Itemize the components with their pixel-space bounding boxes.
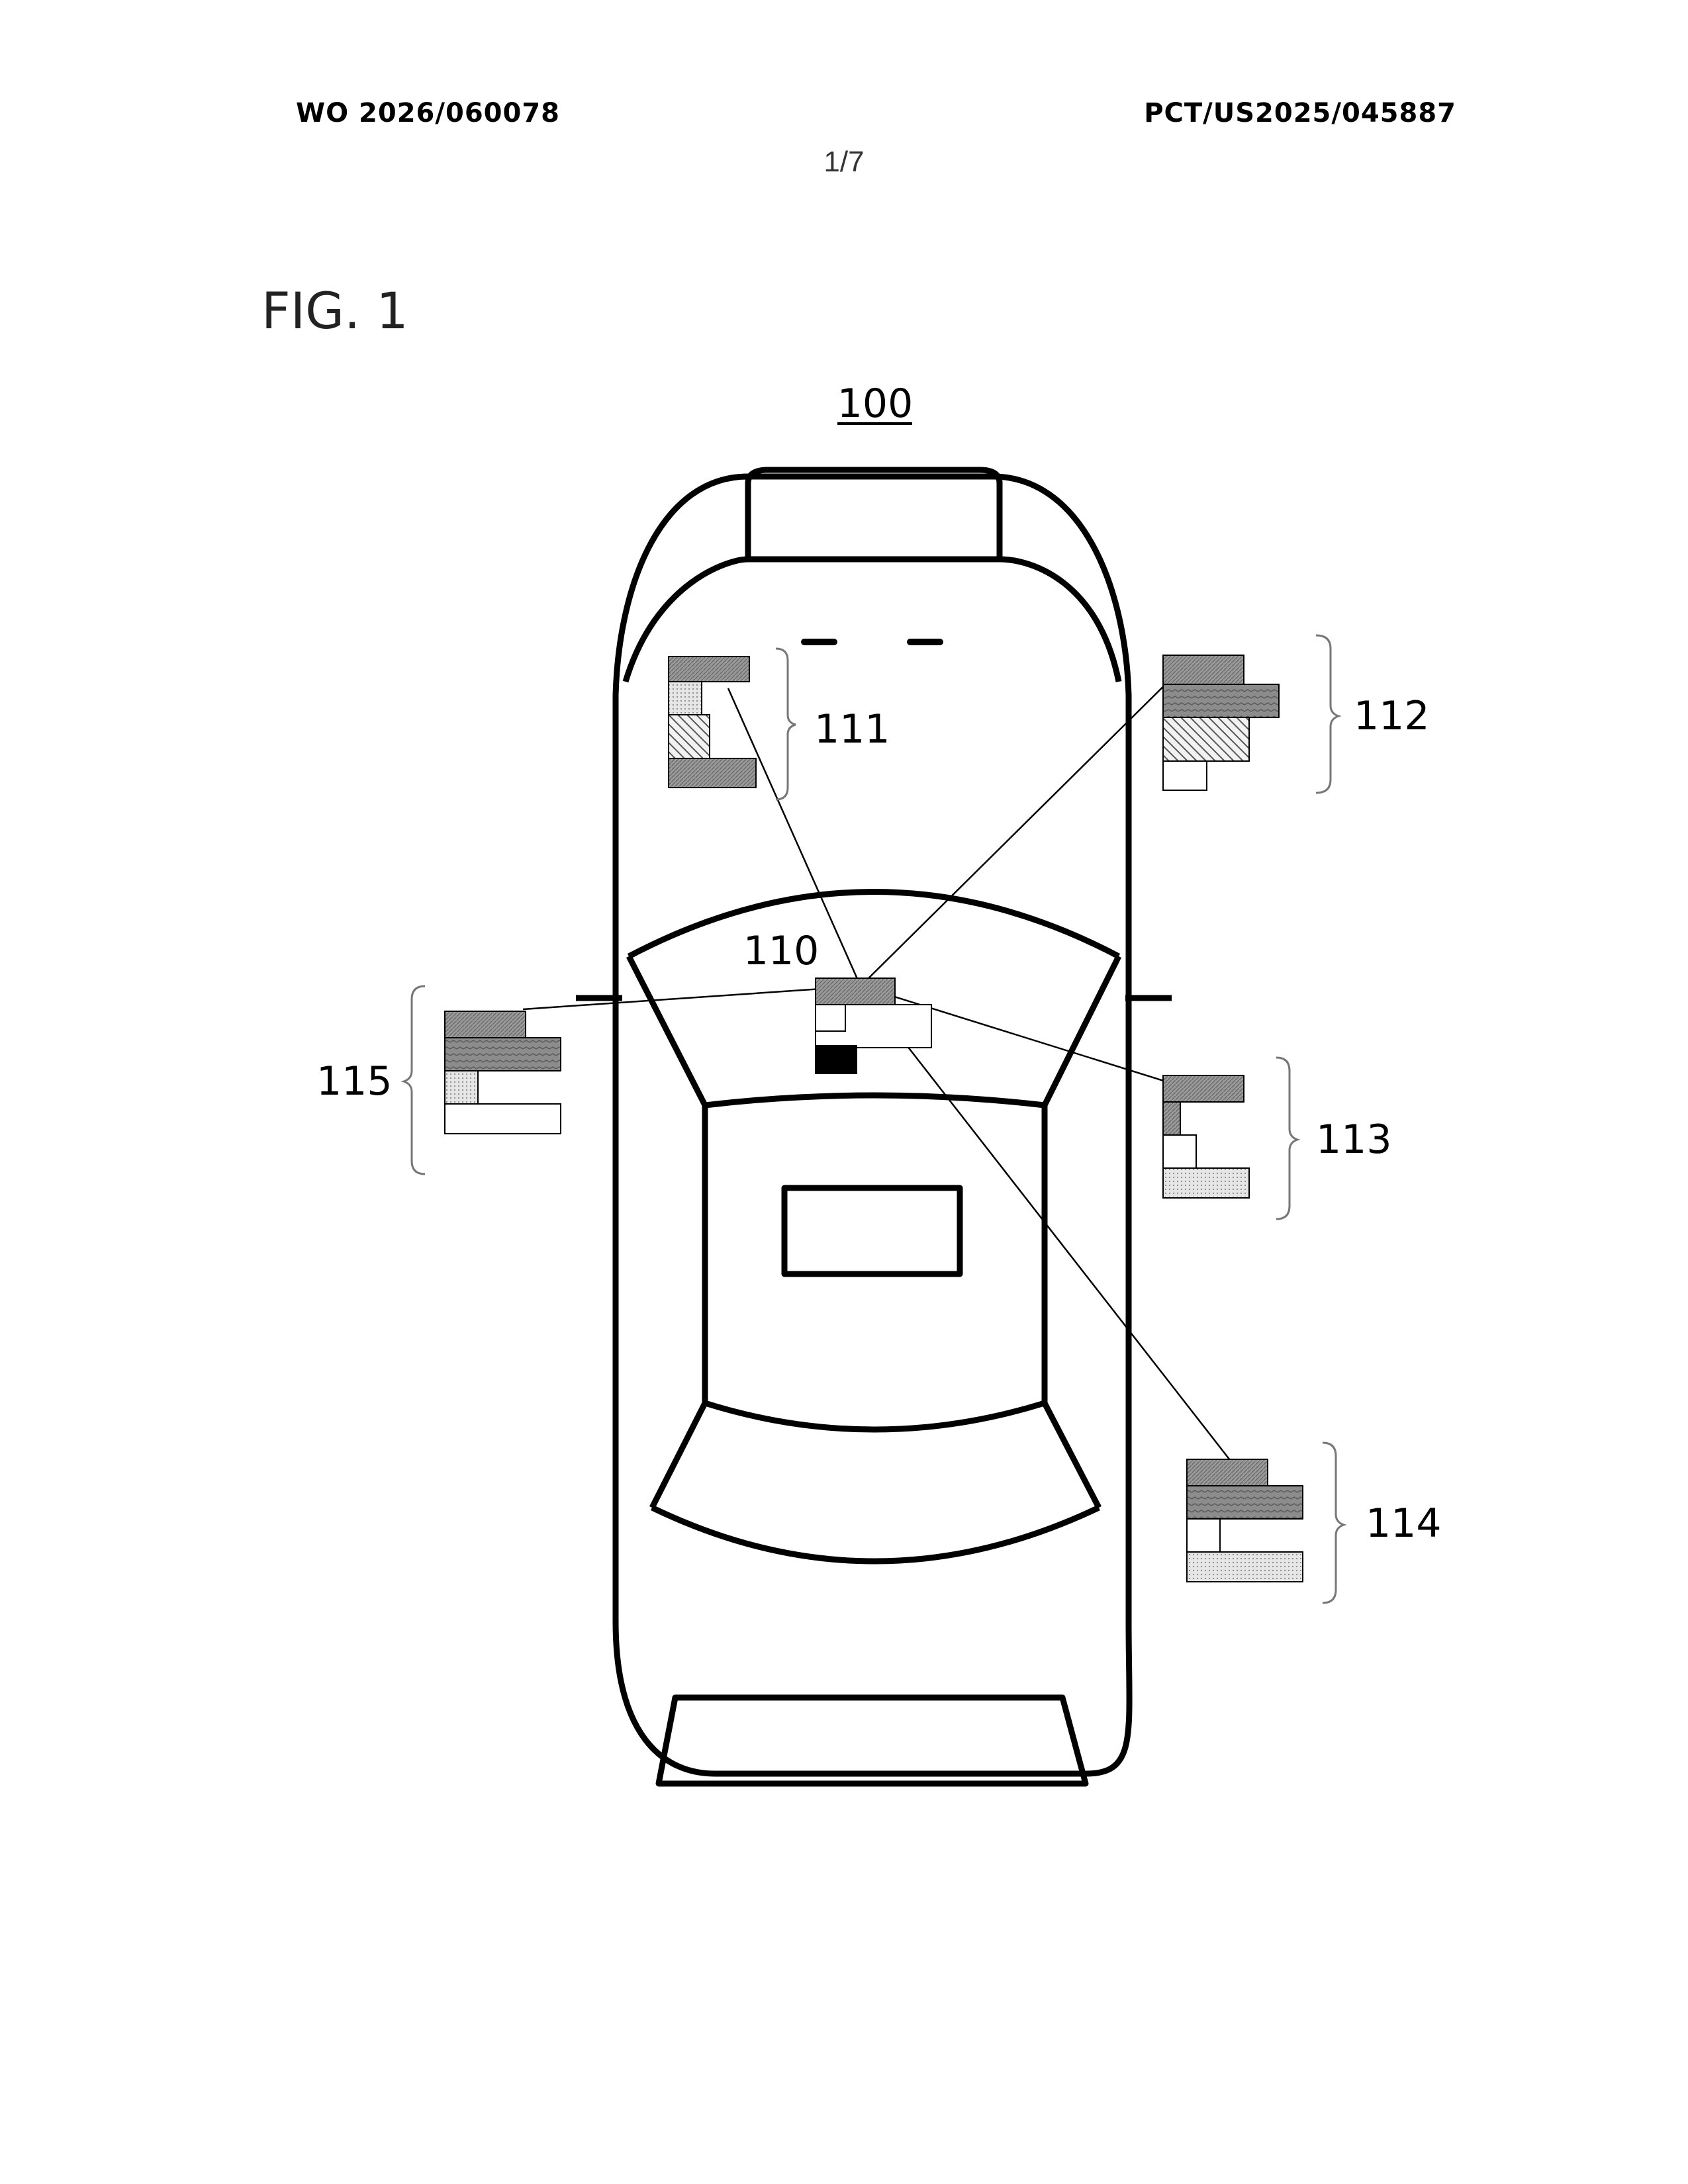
module-114-top <box>1187 1459 1268 1486</box>
module-113-bottom <box>1163 1168 1249 1198</box>
link-112 <box>861 665 1185 986</box>
windshield-top <box>629 892 1119 957</box>
module-111-bottom <box>669 758 756 788</box>
module-114-white <box>1187 1519 1220 1552</box>
link-115 <box>523 986 861 1009</box>
module-115-top <box>445 1011 526 1038</box>
ref-111: 111 <box>814 706 890 752</box>
module-115-mid <box>445 1038 561 1071</box>
rear-window-left <box>652 1403 705 1508</box>
module-112-hatch <box>1163 717 1249 761</box>
module-115 <box>445 1011 561 1134</box>
windshield-right <box>1045 956 1119 1105</box>
module-115-bottom <box>445 1104 561 1134</box>
central-block-black <box>816 1046 857 1073</box>
module-112-top <box>1163 655 1244 684</box>
brace-113 <box>1276 1058 1297 1219</box>
ref-100: 100 <box>837 381 914 427</box>
module-113-top <box>1163 1075 1244 1102</box>
rear-window-right <box>1045 1403 1099 1508</box>
module-115-dot <box>445 1071 478 1104</box>
module-113-white <box>1163 1135 1196 1168</box>
roof-front <box>705 1095 1045 1105</box>
module-114 <box>1187 1459 1303 1582</box>
brace-111 <box>776 649 796 799</box>
ref-115: 115 <box>316 1058 393 1105</box>
module-111-top <box>669 657 749 682</box>
brace-114 <box>1323 1443 1344 1603</box>
module-114-mid <box>1187 1486 1303 1519</box>
ref-113: 113 <box>1316 1116 1392 1163</box>
module-113 <box>1163 1075 1249 1198</box>
front-bumper <box>748 470 1000 559</box>
roof-rear <box>705 1403 1045 1430</box>
brace-112 <box>1316 635 1338 793</box>
central-block-top <box>816 978 895 1005</box>
central-block-side <box>816 1005 845 1031</box>
module-111-hatch <box>669 715 710 758</box>
ref-114: 114 <box>1366 1500 1442 1547</box>
module-112-bottom <box>1163 761 1207 790</box>
module-112 <box>1163 655 1279 790</box>
module-111-dot <box>669 682 702 715</box>
module-112-mid <box>1163 684 1279 717</box>
module-114-bottom <box>1187 1552 1303 1582</box>
central-unit-110 <box>816 978 931 1073</box>
ref-112: 112 <box>1354 693 1430 739</box>
brace-115 <box>404 986 425 1174</box>
sunroof <box>784 1188 960 1274</box>
ref-110: 110 <box>743 928 820 974</box>
module-113-dark <box>1163 1102 1180 1135</box>
rear-window-bottom <box>652 1508 1099 1561</box>
windshield-left <box>629 956 705 1105</box>
